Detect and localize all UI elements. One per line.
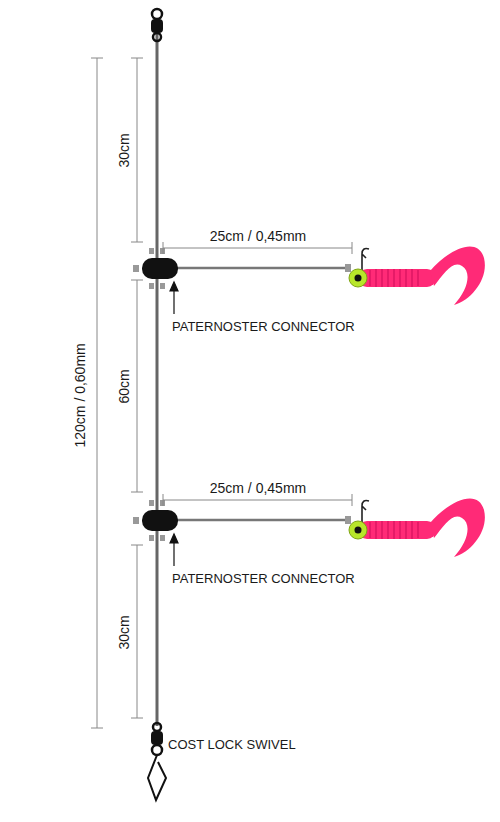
dropper-dimension: 25cm / 0,45mm — [208, 228, 308, 245]
length-dimension: 30cm — [116, 613, 133, 651]
total-length-dimension: 120cm / 0,60mm — [72, 341, 89, 449]
length-dimension: 60cm — [116, 367, 133, 405]
dropper-dimension: 25cm / 0,45mm — [208, 480, 308, 497]
part-name: PATERNOSTER CONNECTOR — [170, 319, 357, 335]
part-name: PATERNOSTER CONNECTOR — [170, 571, 357, 587]
part-name: COST LOCK SWIVEL — [166, 737, 298, 753]
length-dimension: 30cm — [116, 131, 133, 169]
